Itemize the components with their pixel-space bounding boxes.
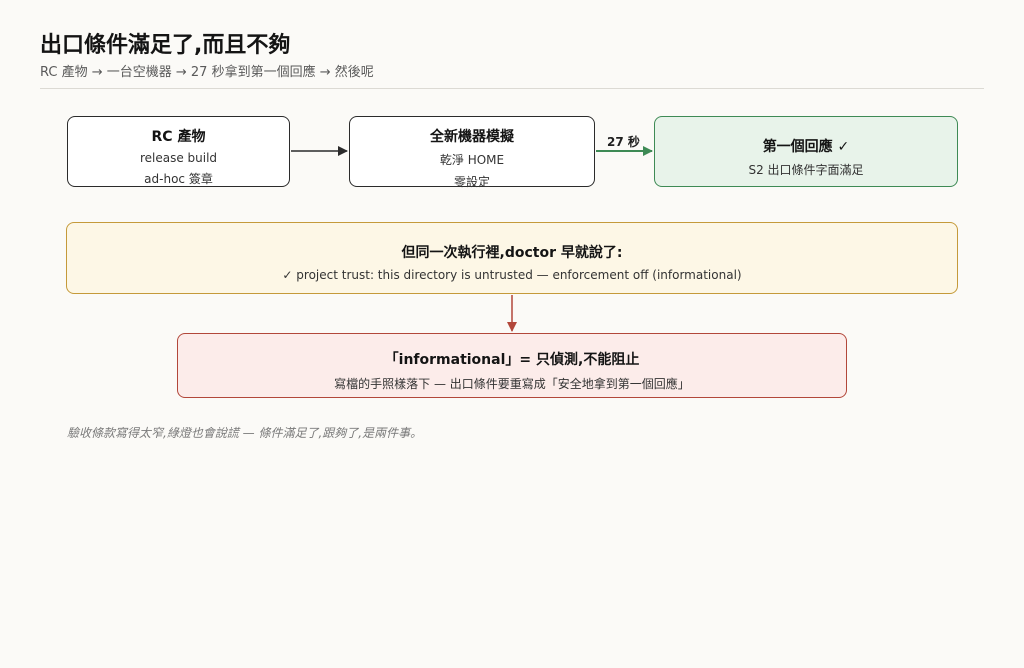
header-divider	[40, 88, 984, 89]
node-line: S2 出口條件字面滿足	[748, 163, 864, 177]
node-title: 第一個回應 ✓	[762, 139, 850, 155]
node-fresh-machine: 全新機器模擬 乾淨 HOME 零設定	[349, 116, 595, 189]
node-line: release build	[139, 151, 218, 165]
node-title: RC 產物	[151, 129, 206, 145]
node-doctor-warning: 但同一次執行裡,doctor 早就說了: ✓ project trust: th…	[66, 222, 958, 294]
node-title: 全新機器模擬	[430, 129, 514, 145]
node-informational: 「informational」= 只偵測,不能阻止 寫檔的手照樣落下 — 出口條…	[177, 333, 847, 398]
footnote: 驗收條款寫得太窄,綠燈也會說謊 — 條件滿足了,跟夠了,是兩件事。	[67, 426, 423, 440]
node-title: 「informational」= 只偵測,不能阻止	[384, 352, 640, 368]
node-title: 但同一次執行裡,doctor 早就說了:	[401, 245, 623, 261]
node-first-response: 第一個回應 ✓ S2 出口條件字面滿足	[654, 116, 958, 187]
node-line: 零設定	[453, 175, 490, 189]
page-title: 出口條件滿足了,而且不夠	[40, 33, 291, 58]
page-subtitle: RC 產物 → 一台空機器 → 27 秒拿到第一個回應 → 然後呢	[40, 65, 374, 80]
node-line: 乾淨 HOME	[439, 153, 505, 167]
node-line: 寫檔的手照樣落下 — 出口條件要重寫成「安全地拿到第一個回應」	[334, 377, 690, 391]
node-line: ✓ project trust: this directory is untru…	[282, 268, 742, 282]
node-rc-artifact: RC 產物 release build ad-hoc 簽章	[67, 116, 290, 187]
edge-label-27s: 27 秒	[607, 135, 640, 149]
node-line: ad-hoc 簽章	[144, 172, 213, 186]
